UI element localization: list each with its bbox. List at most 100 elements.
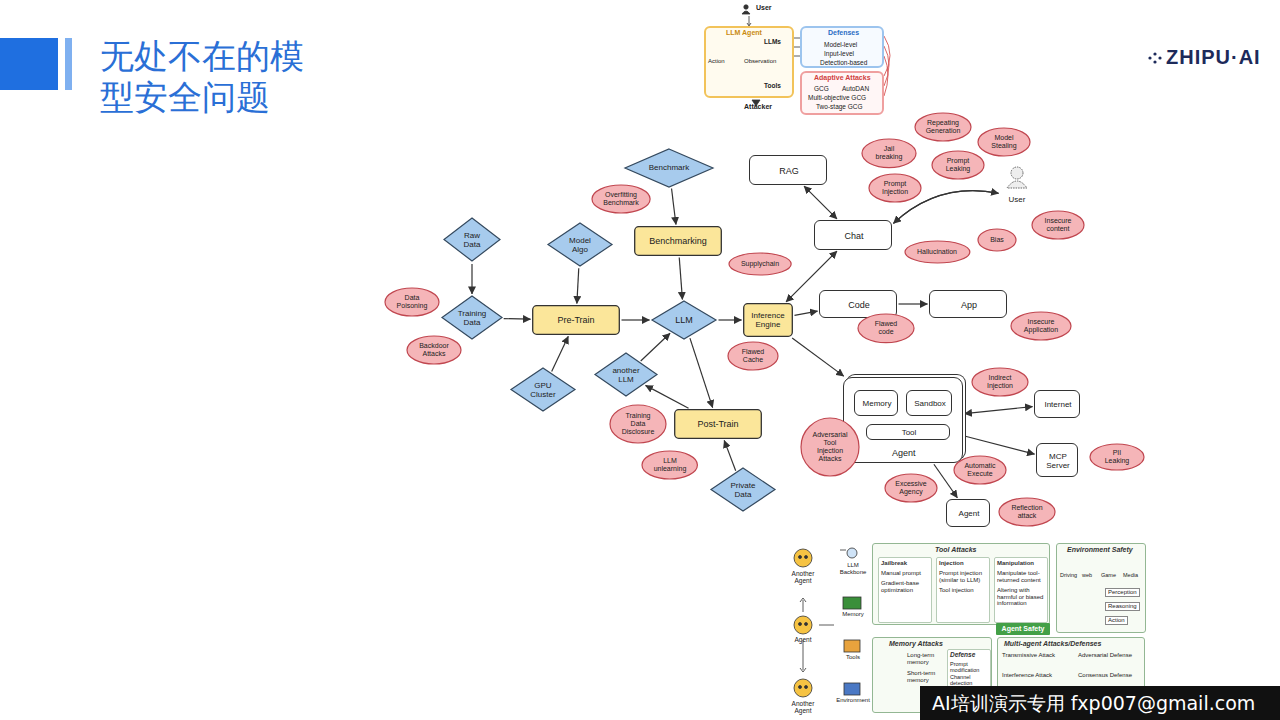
node-text: Overfitting Benchmark — [603, 191, 639, 207]
risk-ellipse: Backdoor Attacks — [406, 335, 462, 365]
connector-arrow — [964, 407, 1032, 414]
node-text: Agent — [892, 448, 916, 458]
section-panel: Tool AttacksJailbreakManual promptGradie… — [872, 543, 1050, 625]
node-text: Consensus Defense — [1078, 672, 1132, 679]
node-text: Manipulate tool-returned content — [997, 570, 1045, 584]
node-text: Repeating Generation — [926, 119, 961, 135]
node-text: Jail breaking — [872, 145, 905, 161]
node-text: Prompt injection (similar to LLM) — [939, 570, 987, 584]
risk-ellipse: Insecure content — [1031, 210, 1085, 240]
risk-ellipse: Model Stealing — [977, 127, 1031, 157]
risk-ellipse: Flawed code — [857, 313, 915, 344]
node-text: Inference Engine — [747, 311, 789, 329]
node-text: Driving — [1060, 572, 1077, 578]
text-label: User — [756, 4, 772, 12]
connector-arrow — [679, 257, 682, 299]
process-box: Inference Engine — [743, 303, 793, 337]
node-text: AutoDAN — [842, 85, 869, 92]
node-text: Tool injection — [939, 587, 987, 594]
node-text: Code — [824, 300, 894, 310]
process-box: Benchmarking — [634, 226, 722, 256]
sub-panel: JailbreakManual promptGradient-base opti… — [878, 557, 932, 623]
risk-ellipse: Flawed Cache — [727, 341, 779, 371]
defense-arrows — [884, 36, 890, 96]
node-text: Prompt Leaking — [942, 157, 974, 173]
node-text: Prompt modification — [950, 661, 988, 674]
connector-arrow — [646, 385, 689, 408]
connector-arrow — [899, 303, 928, 304]
node-text: Action — [1105, 616, 1128, 625]
node-text: Interference Attack — [1002, 672, 1052, 679]
node-text: Benchmark — [645, 163, 693, 172]
node-text: LLMs — [764, 38, 781, 45]
watermark: AI培训演示专用 fxp007@gmail.com — [920, 686, 1280, 720]
node-text: web — [1082, 572, 1092, 578]
risk-ellipse: Adversarial Tool Injection Attacks — [800, 417, 860, 477]
connector-arrow — [577, 268, 579, 303]
data-diamond: Model Algo — [547, 222, 613, 267]
node-text: Tool Attacks — [935, 546, 977, 554]
text-label: Memory — [836, 611, 870, 618]
risk-ellipse: Automatic Execute — [953, 455, 1007, 485]
node-text: Memory Attacks — [889, 640, 943, 648]
node-text: Flawed code — [869, 320, 904, 336]
node-text: Insecure Application — [1022, 318, 1060, 334]
component-box: Chat — [814, 220, 892, 250]
node-text: Reflection attack — [1010, 504, 1045, 520]
risk-ellipse: PII Leaking — [1089, 443, 1145, 471]
node-text: Transmissive Attack — [1002, 652, 1055, 659]
risk-ellipse: Bias — [977, 228, 1017, 252]
node-text: Tools — [764, 82, 781, 89]
node-text: Gradient-base optimization — [881, 580, 929, 594]
node-text: Backdoor Attacks — [417, 342, 450, 358]
node-text: Supplychain — [740, 260, 779, 268]
risk-ellipse: Supplychain — [728, 252, 792, 276]
data-diamond: another LLM — [594, 352, 658, 397]
data-diamond: Raw Data — [443, 217, 501, 262]
data-diamond: LLM — [651, 300, 717, 340]
node-text: Post-Train — [678, 419, 758, 429]
logo-text: ZHIPU·AI — [1166, 46, 1261, 69]
node-text: Environment Safety — [1067, 546, 1133, 554]
text-label: Agent — [785, 636, 821, 643]
attack-panel: Adaptive AttacksGCGAutoDANMulti-objectiv… — [800, 71, 884, 115]
node-text: Benchmarking — [638, 236, 718, 246]
data-diamond: GPU Cluster — [510, 367, 576, 412]
connector-arrow — [792, 338, 844, 376]
risk-ellipse: LLM unlearning — [641, 450, 698, 480]
node-text: Two-stage GCG — [816, 103, 863, 110]
node-text: App — [934, 300, 1004, 310]
connector-arrow — [804, 186, 837, 219]
node-text: PII Leaking — [1100, 449, 1133, 465]
data-diamond: Training Data — [441, 295, 503, 340]
defense-panel: DefensesModel-levelInput-levelDetection-… — [800, 26, 884, 68]
text-label: Another Agent — [785, 700, 821, 715]
risk-ellipse: Prompt Injection — [868, 173, 922, 203]
risk-ellipse: Data Poisoning — [384, 287, 440, 317]
node-text: Model Stealing — [988, 134, 1020, 150]
connector-arrow — [622, 319, 650, 320]
node-text: Raw Data — [458, 231, 486, 249]
node-text: GCG — [814, 85, 829, 92]
node-text: Observation — [744, 58, 776, 65]
risk-ellipse: Training Data Disclosure — [609, 404, 667, 444]
component-box: App — [929, 290, 1007, 318]
node-text: Training Data Disclosure — [621, 412, 656, 436]
node-text: Prompt Injection — [879, 180, 911, 196]
sub-panel: InjectionPrompt injection (similar to LL… — [936, 557, 990, 623]
connector-arrow — [964, 436, 1034, 454]
risk-ellipse: Overfitting Benchmark — [591, 184, 651, 214]
node-text: Insecure content — [1042, 217, 1074, 233]
node-text: Long-term memory — [907, 652, 943, 666]
component-box: Agent — [946, 499, 990, 527]
component-box: Sandbox — [906, 390, 952, 416]
node-text: Model-level — [824, 41, 857, 48]
component-box: Tool — [866, 424, 950, 440]
node-text: Manual prompt — [881, 570, 929, 577]
process-box: Post-Train — [674, 409, 762, 439]
node-text: Pre-Train — [536, 315, 616, 325]
data-diamond: Benchmark — [624, 148, 714, 188]
title-bar — [65, 38, 72, 90]
node-text: Private Data — [727, 481, 760, 499]
node-text: User — [1001, 195, 1033, 204]
